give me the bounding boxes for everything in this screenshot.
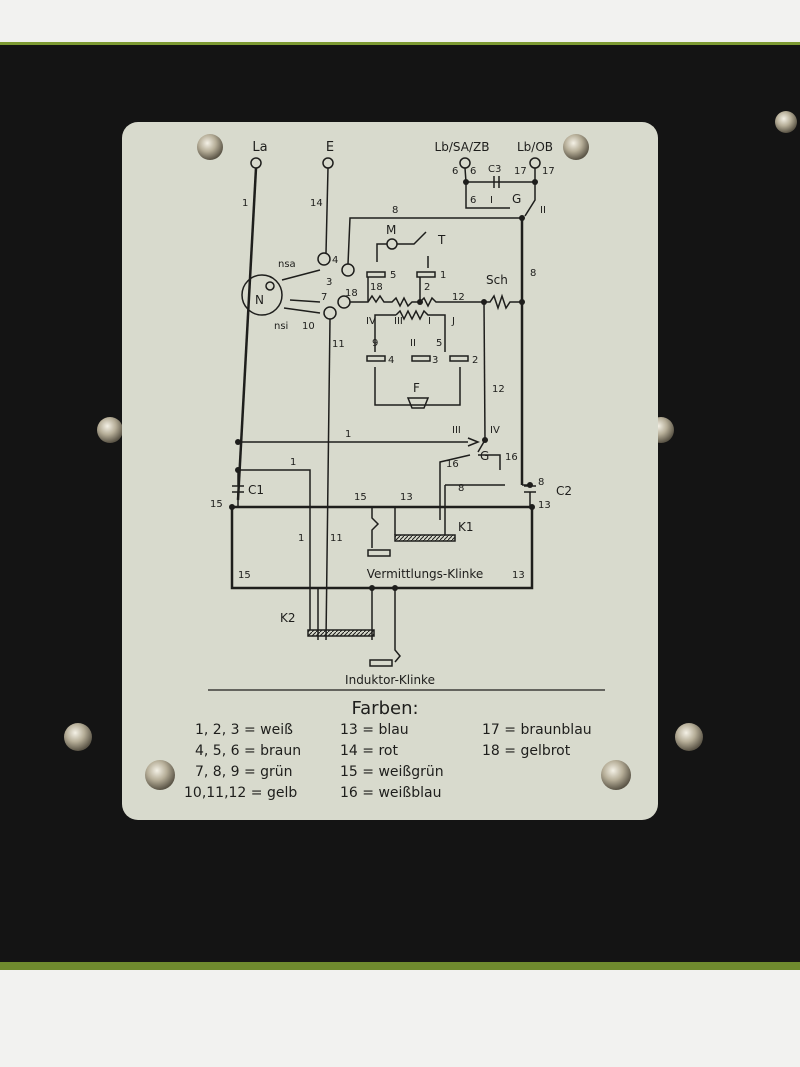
wire-label: 15 (354, 492, 367, 503)
coil-label: IV (366, 316, 376, 327)
wire-label: 1 (298, 533, 304, 544)
coil-label: I (428, 316, 431, 327)
label-lb-ob: Lb/OB (517, 140, 553, 154)
plate-screws (145, 134, 631, 790)
wire-label: 15 (238, 570, 251, 581)
wire-label: 18 (345, 288, 358, 299)
wire-label: 13 (512, 570, 525, 581)
panel-top-edge (0, 42, 800, 45)
wire-label: 11 (332, 339, 345, 350)
label-c1: C1 (248, 483, 264, 497)
wire-label: 5 (390, 270, 396, 281)
legend-entry: 14 = rot (340, 743, 398, 759)
wire-label: 1 (242, 198, 248, 209)
wire-label: 9 (372, 338, 378, 349)
legend-entry: 17 = braunblau (482, 722, 592, 738)
wire-label: 15 (210, 499, 223, 510)
wire-label: 3 (326, 277, 332, 288)
wire-label: 17 (542, 166, 555, 177)
legend-entry: 16 = weißblau (340, 785, 441, 801)
switch-label: IV (490, 425, 500, 436)
wire-label: 6 (452, 166, 458, 177)
label-nsa: nsa (278, 259, 296, 270)
wire-label: 8 (538, 477, 544, 488)
color-legend: 1, 2, 3 = weiß 4, 5, 6 = braun 7, 8, 9 =… (184, 722, 592, 801)
contact-label: 4 (388, 355, 394, 366)
label-c3: C3 (488, 164, 501, 175)
contact-label: 2 (472, 355, 478, 366)
legend-entry: 1, 2, 3 = weiß (195, 722, 293, 738)
label-nsi: nsi (274, 321, 288, 332)
wire-label: 13 (538, 500, 551, 511)
wire-label: 1 (345, 429, 351, 440)
legend-entry: 15 = weißgrün (340, 764, 444, 780)
wire-label: 12 (492, 384, 505, 395)
wire-label: 8 (392, 205, 398, 216)
label-la: La (252, 140, 267, 155)
label-m: M (386, 223, 396, 237)
schematic-wires (208, 157, 605, 691)
wire-label: 4 (332, 255, 338, 266)
switch-label: II (540, 205, 546, 216)
label-g: G (480, 449, 489, 463)
wire-label: 6 (470, 166, 476, 177)
label-t: T (437, 233, 446, 247)
induktor-klinke-label: Induktor-Klinke (345, 673, 435, 687)
wire-label: 1 (290, 457, 296, 468)
wire-label: 17 (514, 166, 527, 177)
label-k1: K1 (458, 520, 474, 534)
label-e: E (326, 140, 334, 155)
contact-label: 3 (432, 355, 438, 366)
switch-label: III (452, 425, 461, 436)
coil-label: III (394, 316, 403, 327)
legend-entry: 7, 8, 9 = grün (195, 764, 293, 780)
wire-label: 18 (370, 282, 383, 293)
label-lb-sa-zb: Lb/SA/ZB (435, 140, 490, 154)
label-sch: Sch (486, 273, 508, 287)
legend-title: Farben: (351, 698, 418, 719)
legend-entry: 18 = gelbrot (482, 743, 571, 759)
label-k2: K2 (280, 611, 296, 625)
vermittlungs-klinke-label: Vermittlungs-Klinke (367, 567, 484, 581)
switch-label: I (490, 195, 493, 206)
wire-label: 11 (330, 533, 343, 544)
wire-label: 8 (530, 268, 536, 279)
panel-edge (0, 962, 800, 970)
wire-label: 7 (321, 292, 327, 303)
legend-entry: 10,11,12 = gelb (184, 785, 297, 801)
label-n: N (255, 293, 264, 307)
wire-label: 10 (302, 321, 315, 332)
wire-label: 16 (446, 459, 459, 470)
wire-label: 14 (310, 198, 323, 209)
coil-label: II (410, 338, 416, 349)
label-c2: C2 (556, 484, 572, 498)
junction-dots (229, 179, 538, 591)
wire-label: 13 (400, 492, 413, 503)
label-g-top: G (512, 192, 521, 206)
label-f: F (413, 381, 420, 395)
wire-label: 16 (505, 452, 518, 463)
legend-entry: 13 = blau (340, 722, 409, 738)
legend-entry: 4, 5, 6 = braun (195, 743, 301, 759)
schematic-labels: 1 14 8 M T nsa 4 3 5 1 Sch 8 18 7 18 2 1… (210, 164, 572, 625)
wire-label: 2 (424, 282, 430, 293)
diagram-plate (122, 122, 658, 820)
wire-label: 8 (458, 483, 464, 494)
wire-label: 6 (470, 195, 476, 206)
coil-label: J (451, 316, 455, 327)
wire-label: 12 (452, 292, 465, 303)
wire-label: 5 (436, 338, 442, 349)
wire-label: 1 (440, 270, 446, 281)
